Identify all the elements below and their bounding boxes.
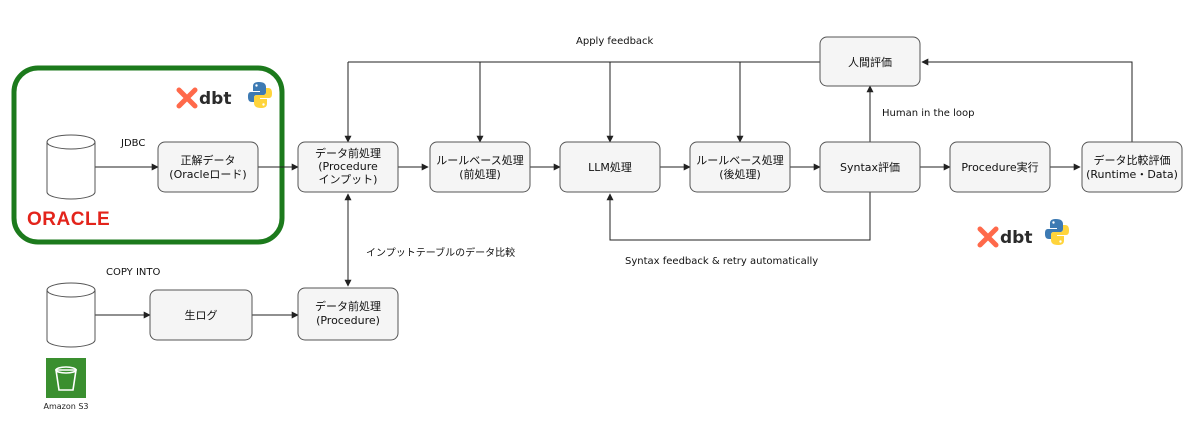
node-label: インプット) [319, 173, 378, 186]
node-label: 人間評価 [848, 55, 892, 69]
node-rule-post: ルールベース処理 (後処理) [689, 141, 791, 193]
node-label: LLM処理 [588, 161, 632, 174]
node-label: ルールベース処理 [696, 154, 783, 167]
node-data-compare: データ比較評価 (Runtime・Data) [1081, 141, 1183, 193]
amazon-s3-bucket-icon: Amazon S3 [43, 358, 89, 411]
database-cylinder-icon [46, 282, 96, 348]
node-rule-pre: ルールベース処理 (前処理) [429, 141, 531, 193]
node-procedure-exec: Procedure実行 [949, 141, 1051, 193]
node-data-prep-proc: データ前処理 (Procedure) [297, 287, 399, 341]
node-raw-log: 生ログ [149, 289, 253, 341]
label-copy-into: COPY INTO [106, 267, 160, 278]
svg-text:dbt: dbt [199, 89, 231, 109]
node-human-eval: 人間評価 [819, 36, 921, 87]
node-label: ルールベース処理 [436, 154, 523, 167]
node-label: 生ログ [185, 308, 218, 322]
node-data-prep-input: データ前処理 (Procedure インプット) [297, 141, 399, 193]
node-label: 正解データ [181, 153, 236, 167]
node-label: データ比較評価 [1094, 153, 1171, 167]
label-input-compare: インプットテーブルのデータ比較 [366, 246, 515, 259]
node-label: (前処理) [459, 167, 501, 181]
python-logo-icon [1045, 219, 1069, 245]
label-human-in-loop: Human in the loop [882, 108, 975, 119]
oracle-logo: ORACLE [27, 209, 110, 230]
database-cylinder-icon [46, 134, 96, 200]
dbt-logo-icon: dbt [977, 226, 1032, 248]
edge-compare-to-human [921, 58, 1133, 142]
node-label: (Procedure) [316, 314, 380, 327]
dbt-logo-icon: dbt [176, 87, 231, 109]
label-apply-feedback: Apply feedback [576, 36, 654, 47]
oracle-source-group [11, 65, 285, 245]
s3-label: Amazon S3 [43, 402, 88, 411]
node-label: Procedure実行 [961, 160, 1038, 174]
node-label: データ前処理 [315, 299, 381, 313]
svg-text:dbt: dbt [1000, 228, 1032, 248]
python-logo-icon [248, 82, 272, 108]
edge-syntax-retry [606, 192, 871, 241]
node-syntax-eval: Syntax評価 [819, 141, 921, 193]
node-label: データ前処理 [315, 146, 381, 160]
node-label: Syntax評価 [840, 160, 900, 174]
node-label: (Procedure [318, 160, 378, 173]
label-syntax-feedback: Syntax feedback & retry automatically [625, 256, 818, 267]
node-label: (Runtime・Data) [1086, 168, 1178, 181]
node-label: (後処理) [719, 167, 761, 181]
node-seikai-data: 正解データ (Oracleロード) [157, 141, 259, 193]
node-llm: LLM処理 [559, 141, 661, 193]
label-jdbc: JDBC [120, 138, 145, 149]
node-label: (Oracleロード) [169, 168, 246, 181]
